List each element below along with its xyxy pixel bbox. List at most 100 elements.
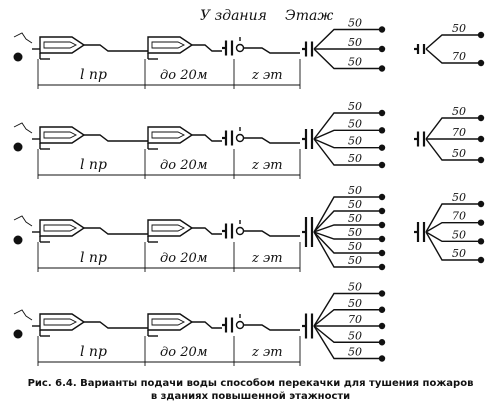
aux-hose-line [425,231,478,261]
suction-hose-icon [13,215,33,227]
nozzle-icon [378,45,386,53]
nozzle-icon [378,263,386,271]
pump-truck-tank [43,224,78,232]
aux-nozzle-icon [477,135,485,143]
nozzle-icon [378,161,386,169]
pump-truck-tank [151,41,186,49]
outlet-diameter-label: 50 [348,226,362,239]
nozzle-icon [378,339,386,346]
outlet-hose-line [313,28,380,50]
nozzle-icon [378,235,386,243]
pump-truck-tank [43,318,78,326]
outlet-hose-line [313,309,380,327]
aux-nozzle-icon [477,256,485,264]
suction-hose-icon [13,122,33,134]
water-source-icon [13,142,23,152]
outlet-diameter-label: 50 [348,56,362,69]
distance-20m-label: до 20м [160,68,208,83]
nozzle-icon [378,109,386,117]
nozzle-icon [378,127,386,134]
suction-hose-icon [13,309,33,321]
aux-hose-line [425,221,478,233]
outlet-hose-line [313,292,380,327]
aux-diameter-label: 50 [452,247,466,260]
floors-label: z эт [251,251,283,266]
outlet-diameter-label: 50 [348,17,362,30]
pump-truck-body [39,36,86,54]
hose-length-label: l пр [80,157,107,173]
main-hose-line [84,134,148,142]
water-source-icon [13,52,23,62]
pump-truck-tank [151,131,186,139]
main-hose-line [84,227,148,235]
outlet-diameter-label: 50 [348,184,362,197]
outlet-hose-line [313,325,380,343]
pump-truck-body [147,36,194,54]
pump-truck-tank [151,224,186,232]
outlet-diameter-label: 50 [348,198,362,211]
aux-hose-line [425,48,478,64]
caption-line-2: в зданиях повышенной этажности [150,391,351,402]
aux-nozzle-icon [477,238,485,245]
pump-truck-body [39,126,86,144]
nozzle-icon [378,306,386,313]
outlet-hose-line [313,112,380,140]
aux-diameter-label: 50 [452,147,466,160]
nozzle-icon [378,290,386,297]
distance-20m-label: до 20м [160,345,208,360]
floor-hose-line [244,324,300,331]
outlet-diameter-label: 50 [348,36,362,49]
valve-icon [235,133,245,143]
aux-hose-line [425,117,478,140]
outlet-hose-line [313,196,380,233]
nozzle-icon [378,65,386,72]
aux-diameter-label: 50 [452,228,466,241]
aux-hose-line [425,231,478,243]
outlet-diameter-label: 50 [348,117,362,130]
outlet-diameter-label: 50 [348,152,362,165]
aux-diameter-label: 70 [452,210,466,223]
outlet-hose-line [313,231,380,240]
outlet-diameter-label: 50 [348,212,362,225]
nozzle-icon [378,355,386,362]
pump-truck-tank [151,318,186,326]
aux-nozzle-icon [477,59,485,67]
aux-diameter-label: 50 [452,22,466,35]
nozzle-icon [378,144,386,151]
suction-hose-icon [13,32,33,44]
figure-caption: Рис. 6.4. Варианты подачи воды способом … [0,377,501,403]
valve-icon [235,43,245,53]
hose-length-label: l пр [80,67,107,83]
nozzle-icon [378,249,386,257]
distance-20m-label: до 20м [160,158,208,173]
aux-hose-line [425,34,478,50]
aux-diameter-label: 50 [452,191,466,204]
outlet-diameter-label: 50 [348,100,362,113]
pump-truck-body [147,126,194,144]
floors-label: z эт [251,345,283,360]
aux-hose-line [425,138,478,161]
outlet-hose-line [313,224,380,233]
water-source-icon [13,235,23,245]
floor-hose-line [244,230,300,237]
aux-nozzle-icon [477,31,485,39]
riser-hose-line [192,134,222,142]
aux-diameter-label: 50 [452,105,466,118]
valve-icon [235,226,245,236]
outlet-hose-line [313,231,380,268]
distance-20m-label: до 20м [160,251,208,266]
outlet-diameter-label: 70 [348,313,362,326]
outlet-hose-line [313,129,380,140]
main-hose-line [84,44,148,52]
aux-nozzle-icon [477,200,485,208]
outlet-diameter-label: 50 [348,346,362,359]
outlet-hose-line [313,231,380,254]
aux-nozzle-icon [477,219,485,226]
aux-hose-line [425,203,478,233]
pump-truck-body [39,313,86,331]
nozzle-icon [378,322,386,330]
